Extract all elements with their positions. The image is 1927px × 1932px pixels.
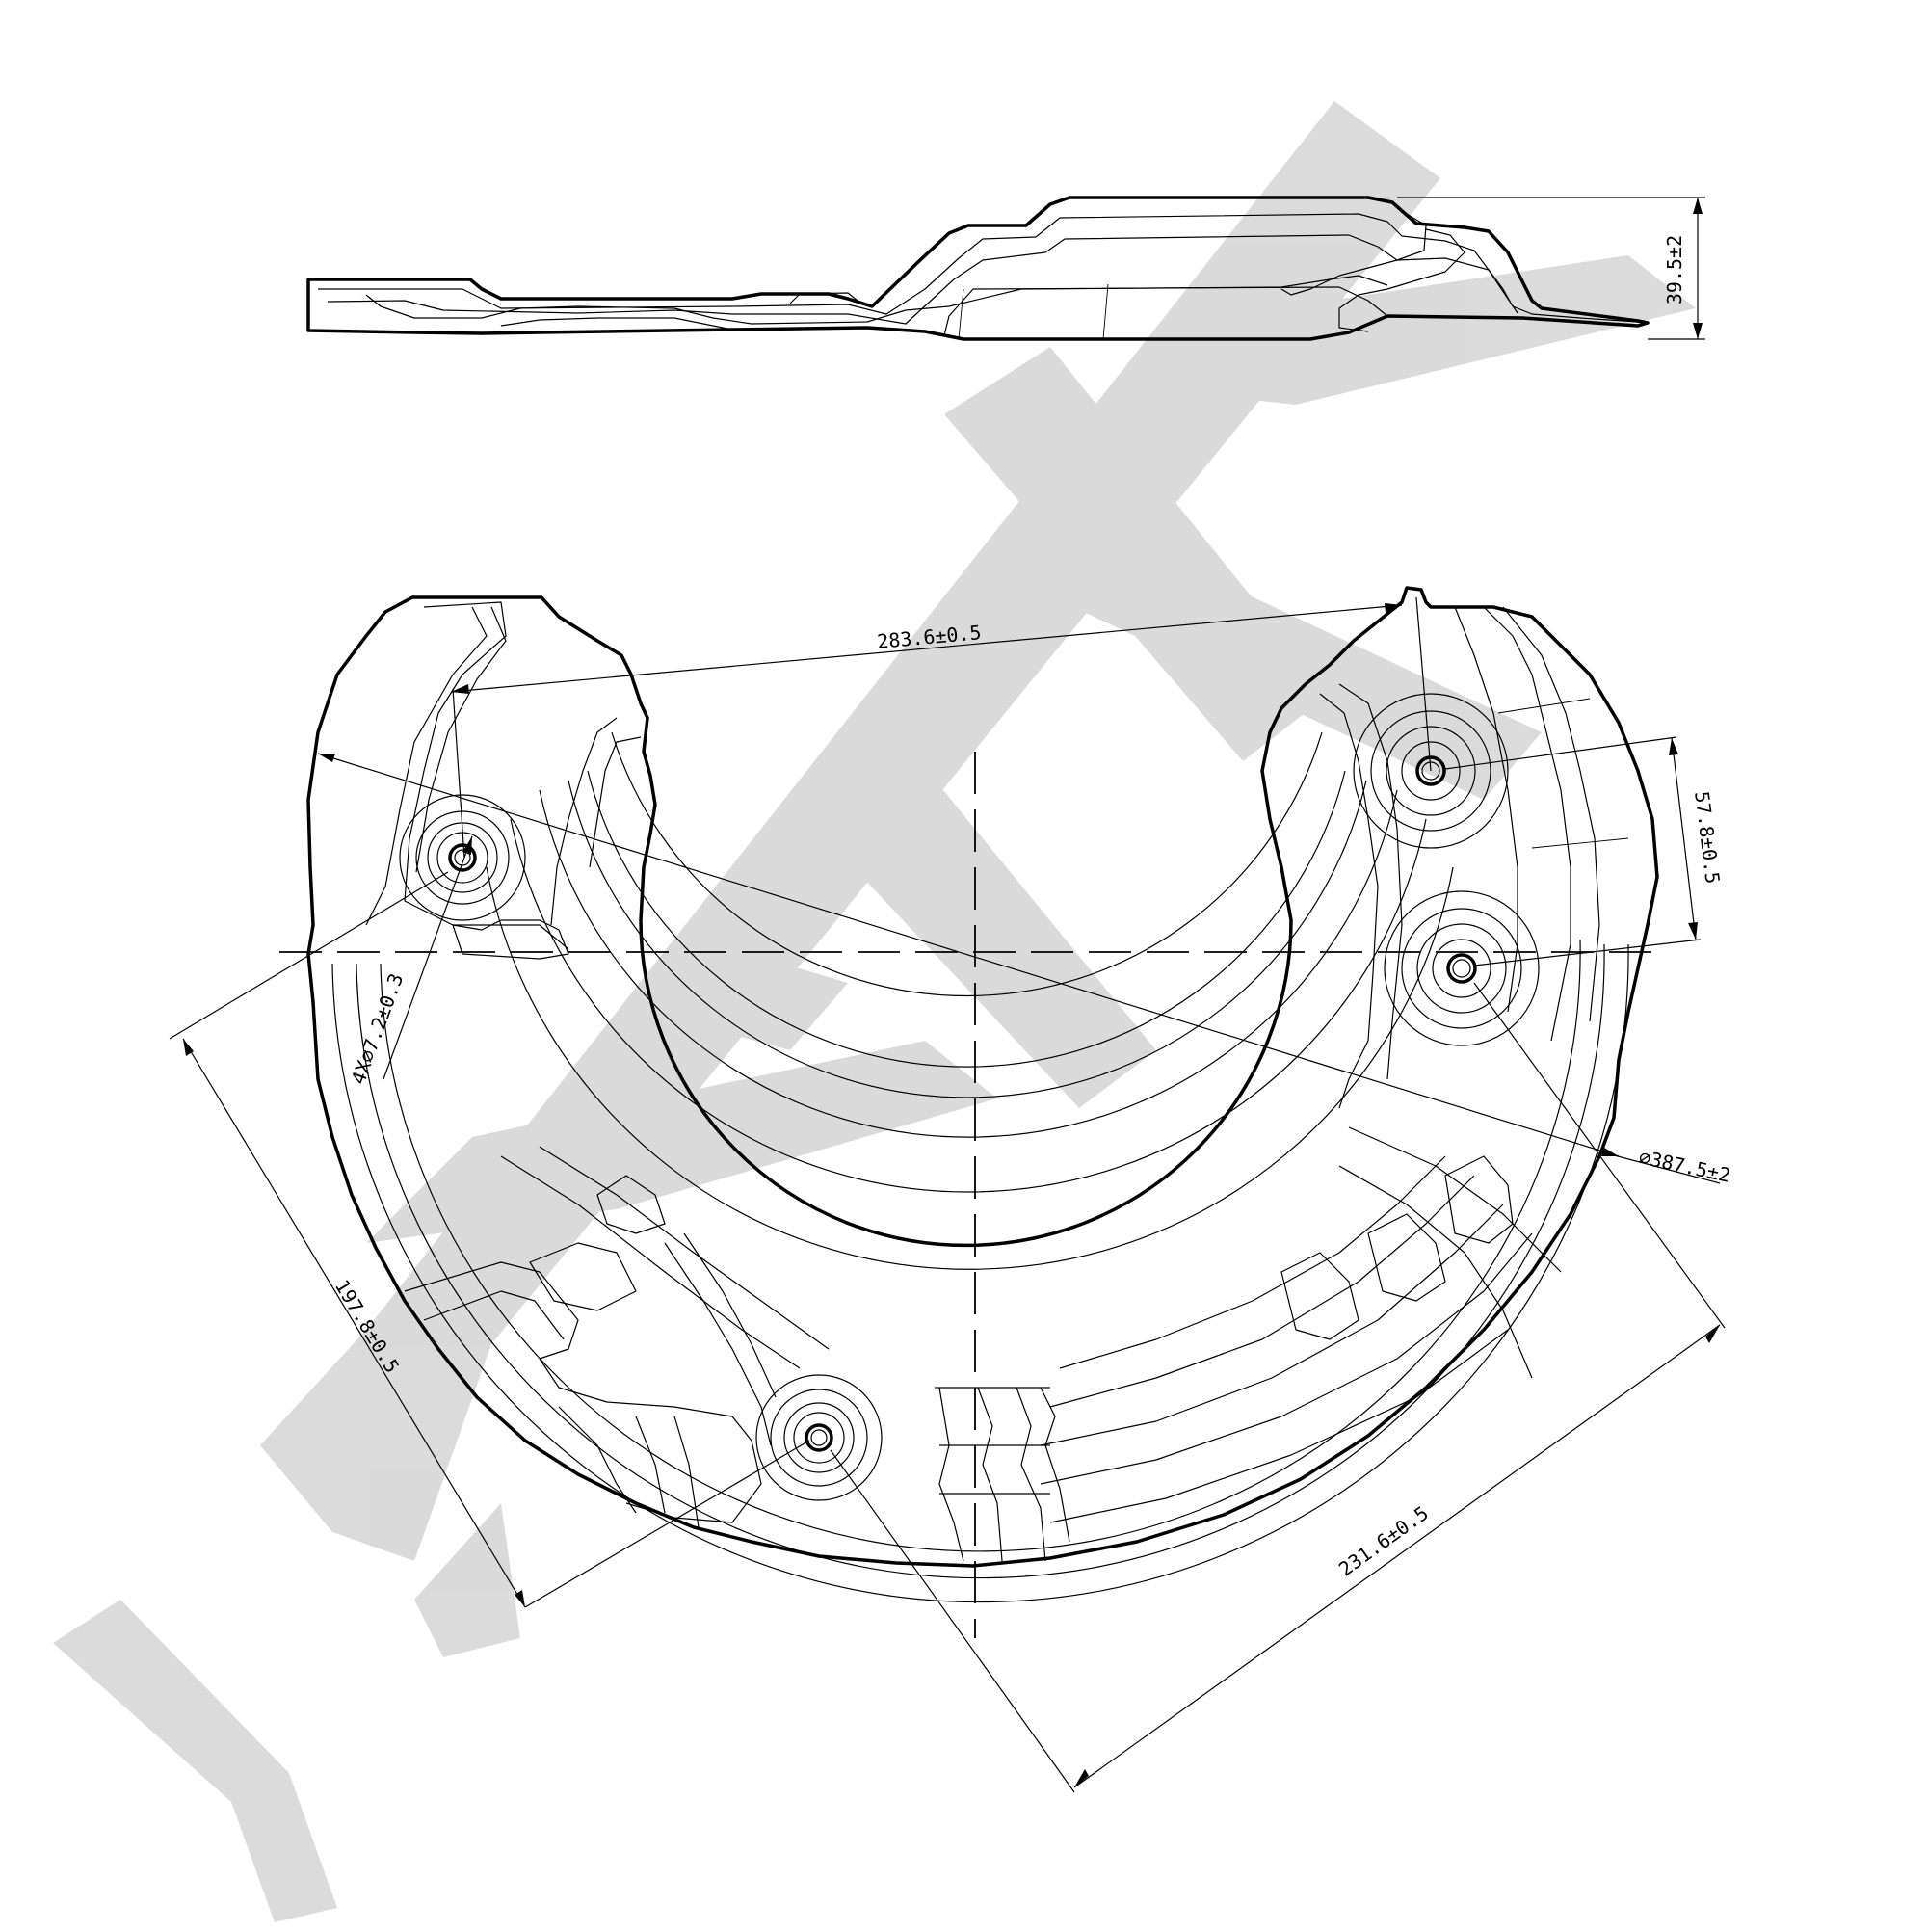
rib-lower-5 xyxy=(1049,1329,1509,1523)
left-ear-rib-2 xyxy=(365,606,488,926)
rib-curve-1 xyxy=(1338,1165,1533,1379)
dim-height: 39.5±2 xyxy=(1397,197,1705,340)
rib-lower-2 xyxy=(1049,1175,1475,1408)
dim-outer-diameter-label: ⌀387.5±2 xyxy=(1637,1145,1732,1187)
dim-height-label: 39.5±2 xyxy=(1663,235,1686,304)
profile-inner-7 xyxy=(1338,228,1465,332)
hole-top-right xyxy=(1353,693,1509,849)
ring-3 xyxy=(568,780,1367,1098)
profile-inner-8 xyxy=(1512,305,1639,323)
profile-inner-1 xyxy=(318,213,1514,315)
rib-ll-5 xyxy=(635,1416,666,1514)
right-ear-rib-3 xyxy=(1483,606,1571,1042)
rib-ll-2 xyxy=(423,1290,565,1340)
rib-ll-4 xyxy=(558,1406,637,1514)
ring-2 xyxy=(587,770,1346,1068)
channel-mid xyxy=(977,1387,1003,1562)
profile-outline xyxy=(306,196,1650,341)
ring-5 xyxy=(510,818,1427,1193)
right-ear-rib-5 xyxy=(1454,606,1518,1013)
channel-right xyxy=(1016,1387,1046,1562)
rib-ll-11 xyxy=(664,1242,772,1446)
channel-right-2 xyxy=(1040,1387,1070,1543)
rib-lower-1 xyxy=(1059,1155,1446,1369)
ring-6 xyxy=(486,866,1454,1270)
ring-outer-3 xyxy=(380,939,1581,1552)
profile-inner-4 xyxy=(500,317,733,331)
left-ear-rib-3 xyxy=(415,606,507,873)
ring-outer-2 xyxy=(356,943,1605,1579)
right-ear-rib-4 xyxy=(1502,606,1600,1022)
profile-inner-2 xyxy=(327,234,1518,325)
ring-4 xyxy=(539,789,1398,1138)
rib-ll-7 xyxy=(596,1175,666,1234)
right-ear-rib-2 xyxy=(1338,683,1403,1080)
rib-curve-2 xyxy=(1348,1126,1562,1273)
channel-left xyxy=(938,1387,964,1562)
dim-hole-callout-label: 4X⌀7.2±0.3 xyxy=(347,970,409,1087)
ring-outer-1 xyxy=(331,943,1629,1603)
profile-divider xyxy=(1102,283,1109,340)
shield-outline xyxy=(306,586,1659,1568)
right-tick-1 xyxy=(1497,698,1591,714)
rib-ll-6 xyxy=(673,1416,700,1528)
profile-divider-2 xyxy=(958,288,964,340)
front-view xyxy=(279,586,1659,1638)
watermark-logo xyxy=(53,101,1696,1922)
left-block xyxy=(452,919,569,960)
hole-mid-right xyxy=(1384,890,1540,1046)
profile-inner-6 xyxy=(1280,213,1427,296)
ring-1 xyxy=(611,731,1323,997)
rib-lower-4 xyxy=(1040,1232,1533,1485)
dim-hole-pitch-label: 57.8±0.5 xyxy=(1690,790,1725,886)
left-ear-rib-4 xyxy=(550,717,618,926)
left-ear-rib-5 xyxy=(589,736,642,868)
rib-pocket-3 xyxy=(1444,1155,1514,1244)
rib-ll-8 xyxy=(529,1242,637,1311)
rib-ll-9 xyxy=(500,1155,801,1369)
rib-ll-10 xyxy=(539,1146,830,1350)
profile-inner-5 xyxy=(943,286,1388,336)
side-profile-view xyxy=(306,196,1650,341)
hole-bottom xyxy=(755,1374,883,1501)
rib-ll-3 xyxy=(539,1358,762,1523)
rib-lower-3 xyxy=(1040,1204,1504,1446)
dim-hole-callout: 4X⌀7.2±0.3 xyxy=(347,835,473,1087)
profile-bump xyxy=(789,292,863,305)
rib-ll-12 xyxy=(683,1232,777,1398)
right-tick-2 xyxy=(1531,837,1629,849)
rib-pocket-2 xyxy=(1367,1213,1446,1302)
left-ear-rib-1 xyxy=(404,601,569,950)
rib-ll-1 xyxy=(404,1261,579,1360)
rib-pocket-1 xyxy=(1280,1252,1359,1340)
right-ear-rib-1 xyxy=(1319,693,1379,1109)
profile-inner-3 xyxy=(365,275,1388,325)
